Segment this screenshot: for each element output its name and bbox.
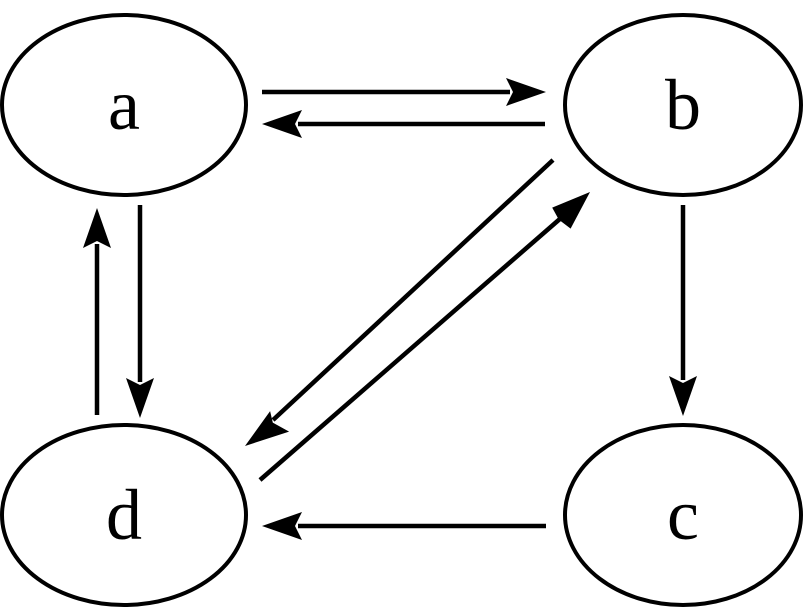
edge-d-to-a bbox=[83, 208, 111, 415]
edge-b-to-c bbox=[669, 205, 697, 416]
edge-d-to-b bbox=[258, 192, 590, 482]
edge-b-to-d bbox=[245, 158, 555, 446]
node-c-ellipse bbox=[563, 423, 803, 607]
edge-c-to-d bbox=[262, 512, 546, 540]
node-d-label: d bbox=[106, 475, 142, 555]
node-c-label: c bbox=[667, 475, 699, 555]
edge-a-to-b bbox=[262, 78, 546, 106]
node-a-ellipse bbox=[0, 13, 248, 197]
node-a: a bbox=[0, 13, 248, 197]
edge-b-to-a bbox=[262, 110, 545, 138]
edges bbox=[83, 78, 697, 540]
node-b: b bbox=[563, 13, 803, 197]
node-b-ellipse bbox=[563, 13, 803, 197]
node-b-label: b bbox=[665, 65, 701, 145]
node-a-label: a bbox=[108, 65, 140, 145]
node-c: c bbox=[563, 423, 803, 607]
nodes: a b c d bbox=[0, 13, 803, 607]
node-d: d bbox=[0, 423, 248, 607]
node-d-ellipse bbox=[0, 423, 248, 607]
edge-a-to-d bbox=[126, 205, 154, 418]
